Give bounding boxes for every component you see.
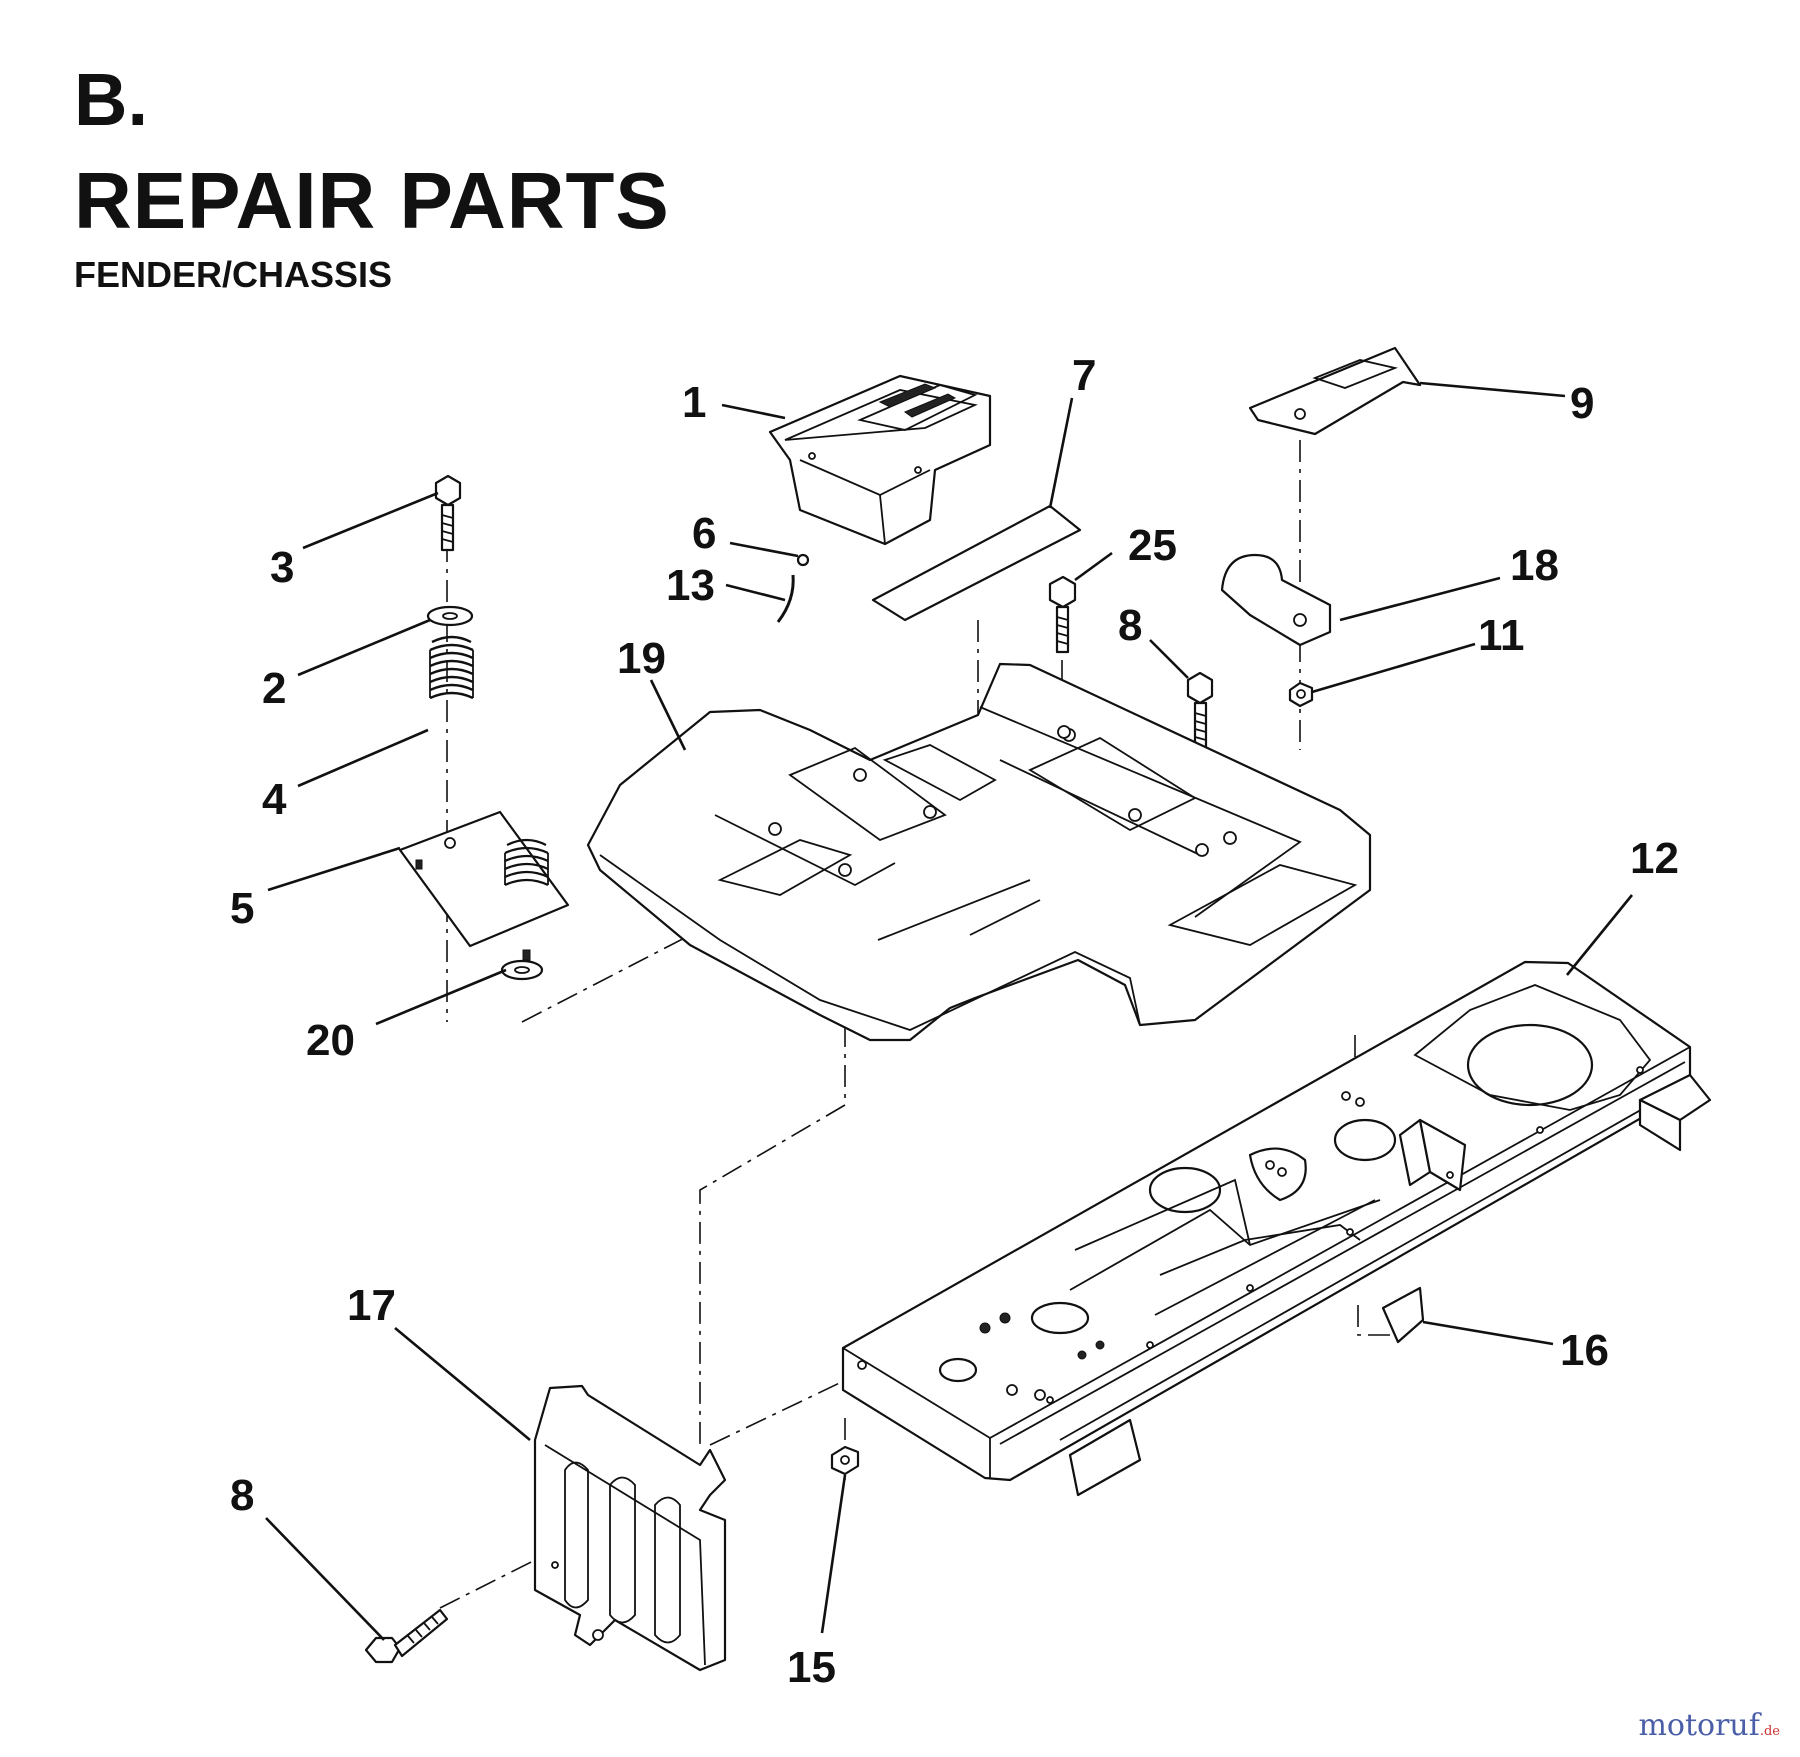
part-9-cover-plate [1248,346,1422,436]
part-5-spring-plate [398,810,570,961]
part-16-clip [1381,1286,1425,1344]
callout-18: 18 [1510,541,1559,590]
part-18-bracket [1220,553,1332,647]
part-3-bolt [434,474,462,552]
watermark-name: motoruf [1638,1708,1760,1743]
part-13-tube [776,574,795,623]
page-title: REPAIR PARTS [74,156,670,245]
callout-17: 17 [347,1281,396,1330]
callout-20: 20 [306,1016,355,1065]
callout-16: 16 [1560,1326,1609,1375]
page-subtitle: FENDER/CHASSIS [74,254,393,295]
callout-5: 5 [230,884,254,933]
callout-8-upper: 8 [1118,601,1142,650]
part-15-nut [830,1445,860,1476]
callout-8-lower: 8 [230,1471,254,1520]
part-17-rear-plate [533,1384,727,1672]
part-8-bolt-upper [1186,671,1214,752]
callout-3: 3 [270,543,294,592]
part-20-washer [500,959,544,981]
part-1-storage-tray [768,374,992,546]
part-2-washer [426,605,474,627]
part-8-bolt-lower [364,1608,449,1664]
part-11-nut [1288,681,1314,708]
leader-lines [265,381,1634,1641]
callout-25: 25 [1128,521,1177,570]
section-letter: B. [74,58,148,141]
callout-9: 9 [1570,379,1594,428]
callout-19: 19 [617,634,666,683]
callout-13: 13 [666,561,715,610]
part-19-fender [586,662,1372,1042]
callout-2: 2 [262,664,286,713]
callout-12: 12 [1630,834,1679,883]
callout-1: 1 [682,378,706,427]
part-6-plug [796,553,810,567]
callout-15: 15 [787,1643,836,1692]
callout-6: 6 [692,509,716,558]
callout-11: 11 [1478,611,1525,660]
part-25-bolt [1048,575,1077,654]
callout-labels: 1 2 3 4 5 6 7 8 8 9 11 12 13 15 16 17 18… [230,351,1679,1692]
watermark-tld: .de [1759,1724,1780,1739]
callout-7: 7 [1072,351,1096,400]
part-12-chassis-frame [841,960,1712,1497]
part-4-spring [429,635,474,700]
callout-4: 4 [262,775,287,824]
watermark: motoruf.de [1638,1708,1780,1743]
part-7-decal [871,504,1082,622]
